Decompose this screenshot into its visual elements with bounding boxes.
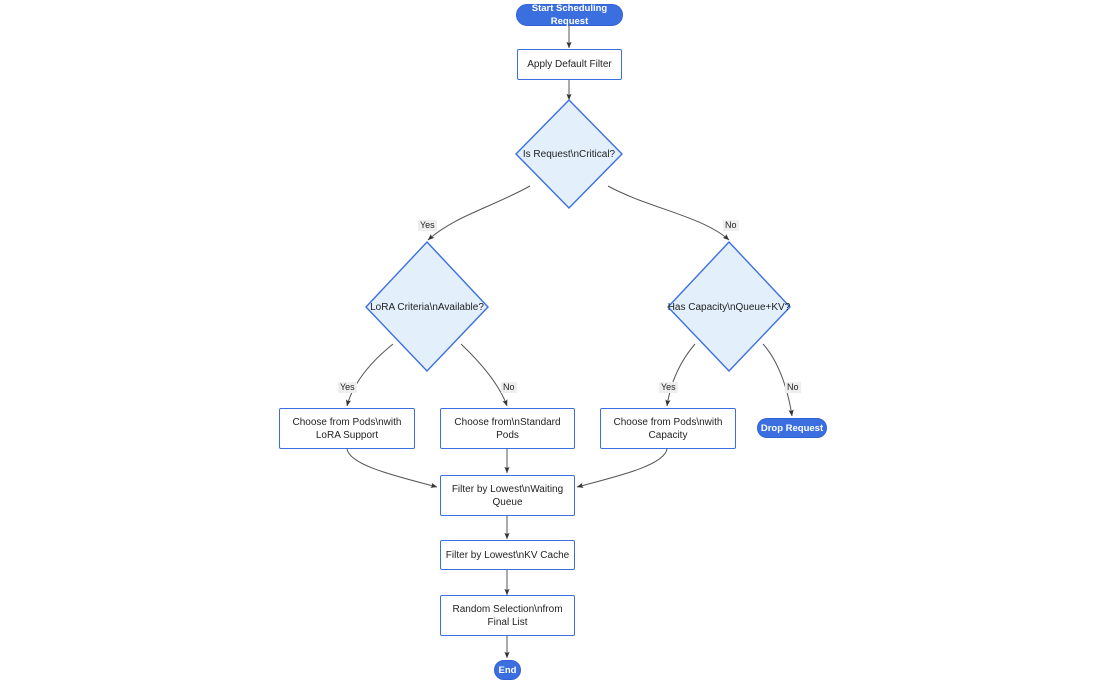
edge-label-lora-no-text: No — [503, 382, 515, 392]
node-choose-lora-pods-label: Choose from Pods\nwith LoRA Support — [292, 416, 402, 441]
node-apply-default-filter-label: Apply Default Filter — [527, 59, 612, 70]
node-filter-kv-cache[interactable]: Filter by Lowest\nKV Cache — [440, 540, 575, 570]
edge-capacity-yes-to-capacity-pods — [665, 343, 696, 407]
edge-lora-yes-to-lora-pods — [345, 343, 394, 407]
node-choose-capacity-pods-label: Choose from Pods\nwith Capacity — [613, 416, 723, 441]
edge-label-capacity-yes-text: Yes — [661, 382, 676, 392]
edge-label-critical-no: No — [723, 220, 739, 231]
node-end[interactable]: End — [494, 660, 521, 680]
edge-lora-no-to-standard-pods — [460, 343, 508, 407]
edge-lora-pods-to-filter-queue — [346, 448, 438, 488]
node-choose-lora-pods[interactable]: Choose from Pods\nwith LoRA Support — [279, 408, 415, 449]
edge-label-capacity-no-text: No — [787, 382, 799, 392]
node-end-label: End — [498, 664, 517, 676]
node-filter-waiting-queue[interactable]: Filter by Lowest\nWaiting Queue — [440, 475, 575, 516]
node-drop-request-label: Drop Request — [760, 422, 824, 434]
node-start-label: Start Scheduling Request — [531, 3, 608, 27]
edge-label-lora-no: No — [501, 382, 517, 393]
node-drop-request[interactable]: Drop Request — [757, 418, 827, 438]
edge-label-critical-yes-text: Yes — [420, 220, 435, 230]
edge-critical-no-to-capacity — [607, 185, 730, 241]
node-choose-standard-pods-label: Choose from\nStandard Pods — [454, 416, 561, 441]
decision-lora-criteria-shape — [365, 240, 489, 373]
node-choose-standard-pods[interactable]: Choose from\nStandard Pods — [440, 408, 575, 449]
node-random-selection[interactable]: Random Selection\nfrom Final List — [440, 595, 575, 636]
node-filter-waiting-queue-label: Filter by Lowest\nWaiting Queue — [451, 483, 564, 508]
edge-label-capacity-no: No — [785, 382, 801, 393]
edge-label-critical-no-text: No — [725, 220, 737, 230]
edge-label-capacity-yes: Yes — [659, 382, 678, 393]
edge-label-lora-yes: Yes — [338, 382, 357, 393]
node-random-selection-label: Random Selection\nfrom Final List — [452, 603, 563, 628]
node-choose-capacity-pods[interactable]: Choose from Pods\nwith Capacity — [600, 408, 736, 449]
edge-capacity-no-to-drop — [762, 343, 794, 417]
node-apply-default-filter[interactable]: Apply Default Filter — [517, 49, 622, 80]
edge-label-lora-yes-text: Yes — [340, 382, 355, 392]
edge-critical-yes-to-lora — [427, 185, 531, 241]
node-filter-kv-cache-label: Filter by Lowest\nKV Cache — [445, 549, 570, 561]
decision-is-request-critical-shape — [515, 99, 623, 209]
edge-capacity-pods-to-filter-queue — [576, 448, 668, 488]
edge-label-critical-yes: Yes — [418, 220, 437, 231]
node-start[interactable]: Start Scheduling Request — [516, 3, 623, 27]
decision-has-capacity-shape — [667, 240, 791, 373]
